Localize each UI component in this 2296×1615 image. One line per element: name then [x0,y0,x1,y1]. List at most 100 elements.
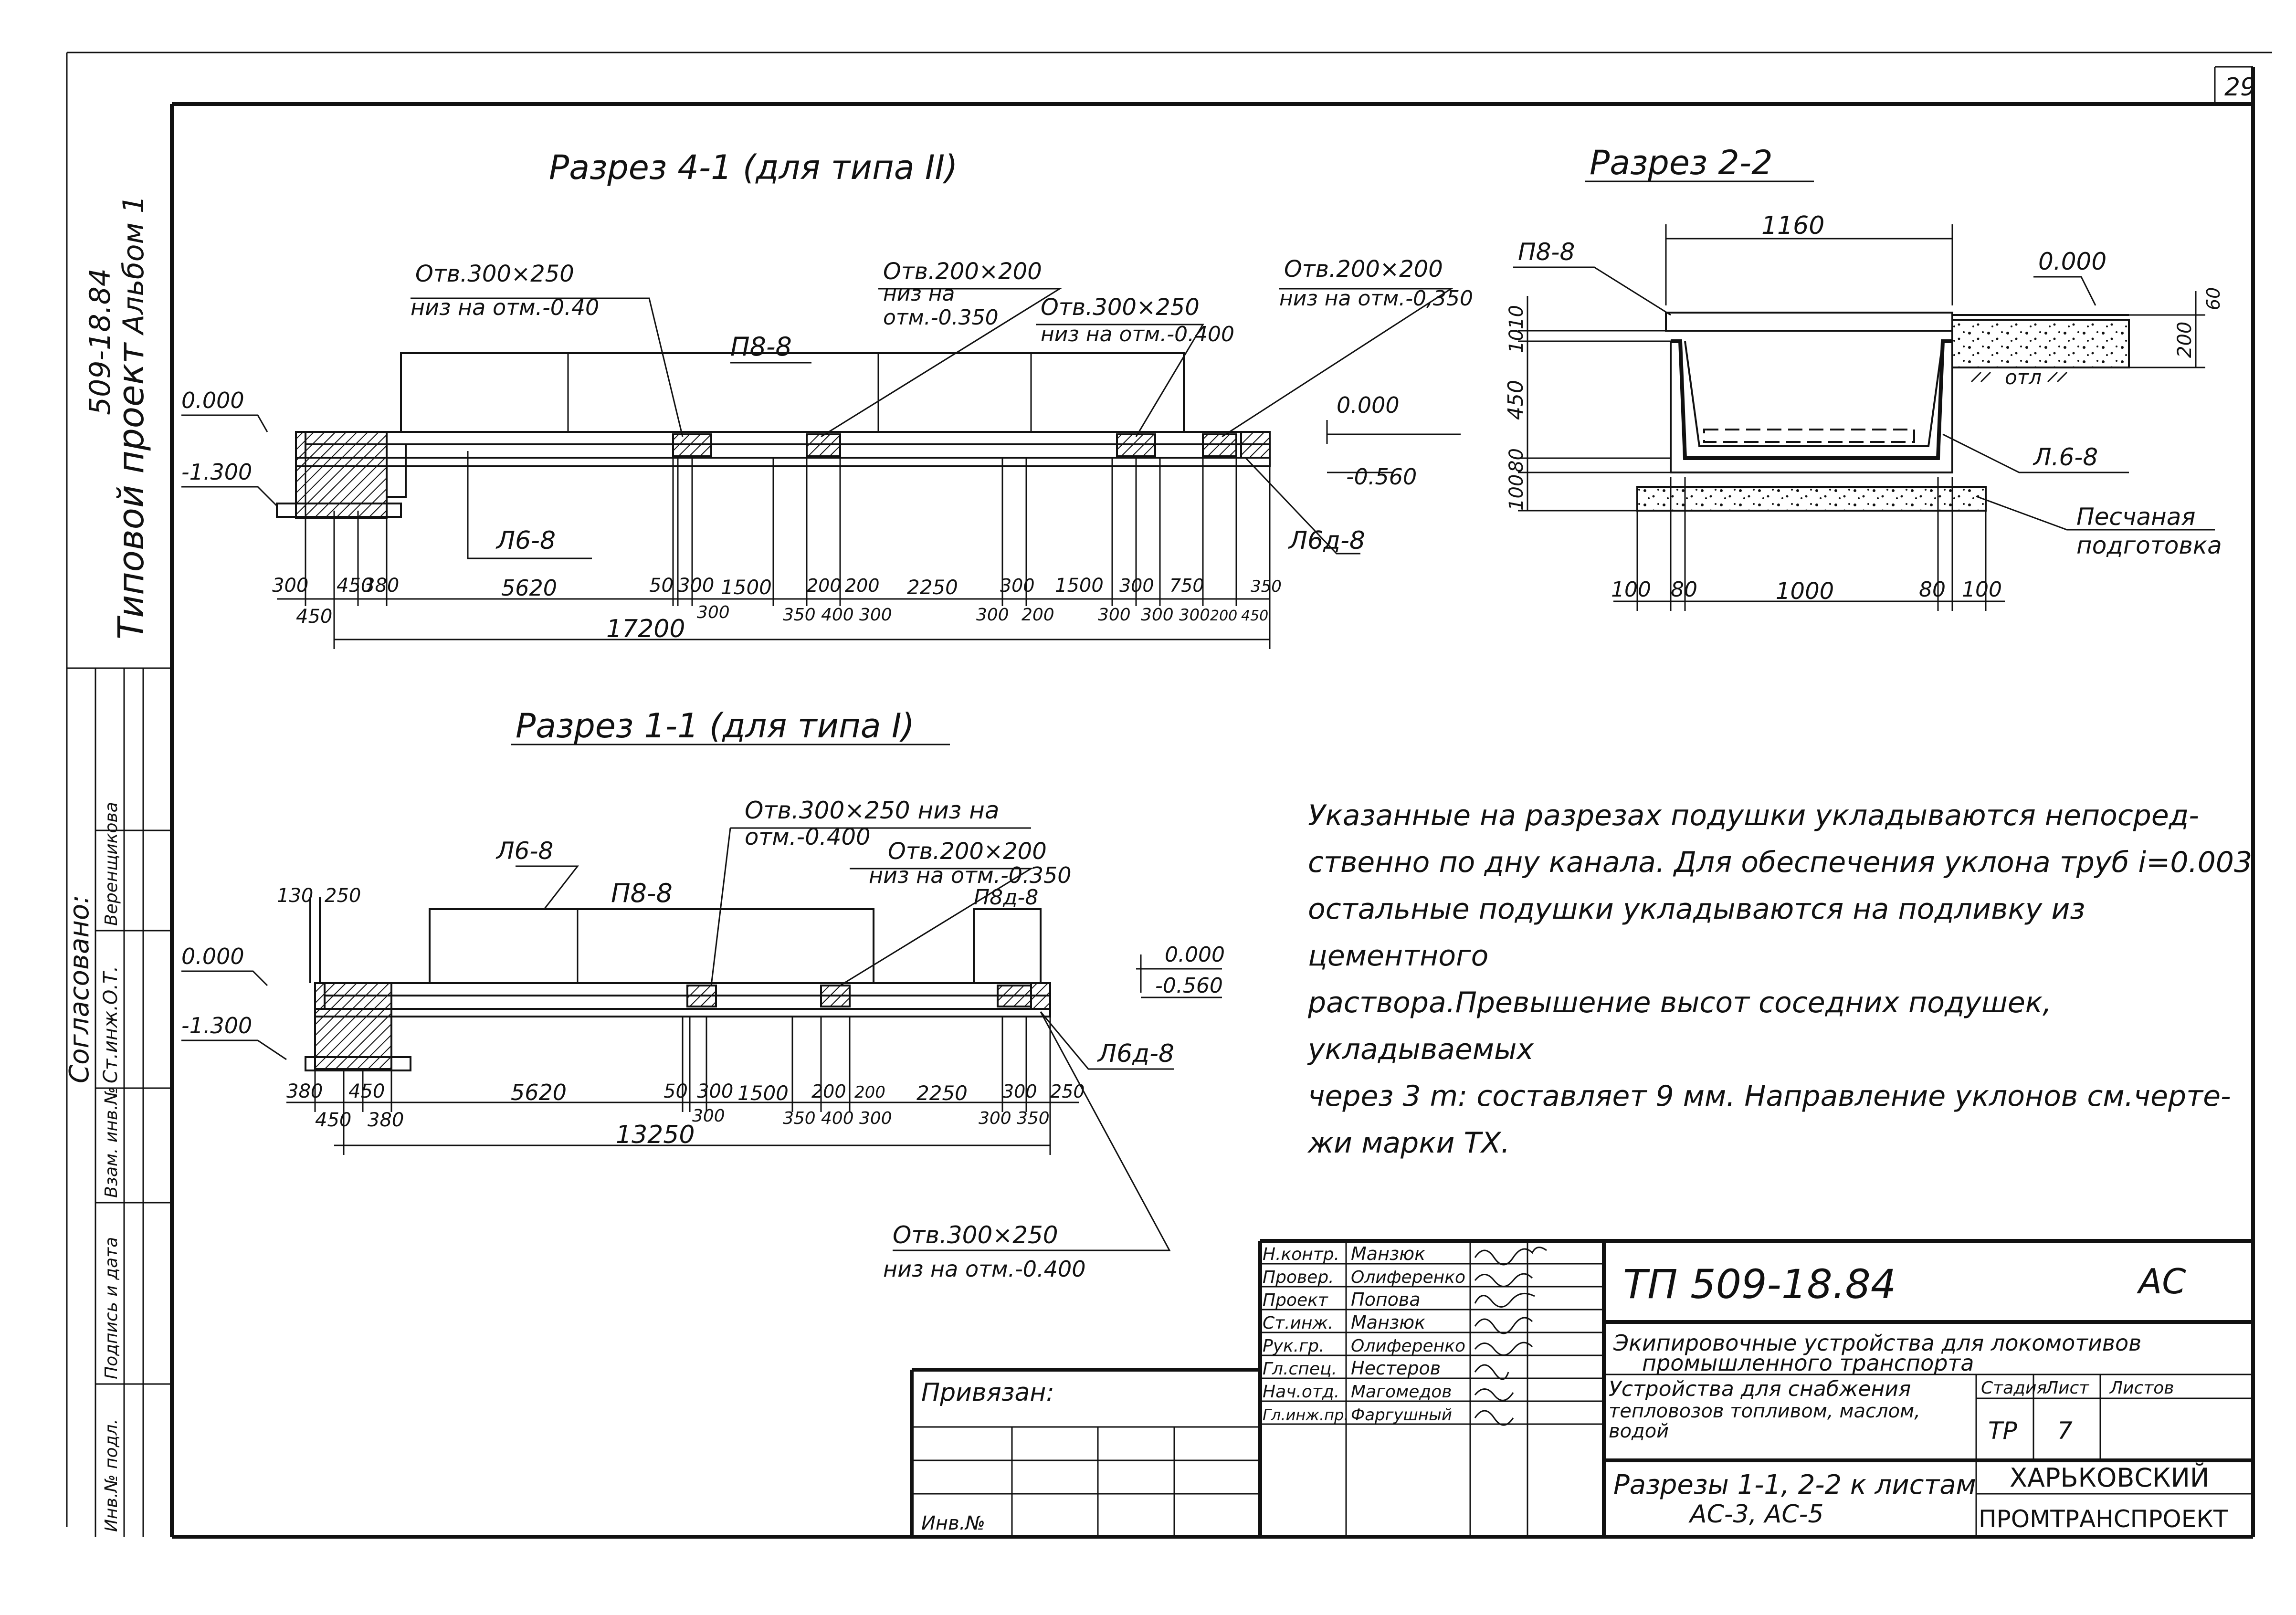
page-number: 29 [2224,73,2256,102]
person-name: Нестеров [1351,1358,1441,1379]
dim-top-1-1: 200 [811,1081,846,1102]
role: Проект [1263,1290,1328,1310]
note-line: через 3 m: составляет 9 мм. Направление … [1308,1080,2231,1113]
person-name: Попова [1351,1289,1421,1310]
dim-top: 5620 [501,575,557,601]
stamp-doc-number: 509-18.84 [84,268,117,415]
sheet-header: Лист [2044,1378,2089,1398]
dim-top-1-1: 200 [854,1083,885,1102]
dim-top-1-1: 50 [664,1080,688,1102]
inv-no-label: Инв.№ [921,1512,985,1534]
hole-label-2-sub2: отм.-0.350 [883,305,999,330]
dim-top-labels-4-1: 300 450 380 5620 50 300 1500 200 200 225… [272,575,1282,601]
dim-bottom: 300 [1141,605,1174,625]
note-line: раствора.Превышение высот соседних подуш… [1308,986,2052,1066]
dim-bottom-1-1: 350 [783,1109,816,1128]
dim-bottom: 300 [1179,606,1210,625]
hole-label-2-sub1: низ на [883,282,955,306]
dim-bottom-1-1: 380 [368,1109,404,1131]
hole-label-1-2: Отв.200×200 [888,838,1047,865]
slab-label-2-2: П8-8 [1518,238,1575,266]
dim-top-1-1: 250 [1050,1081,1085,1102]
vdim: 10 [1506,329,1527,353]
role: Н.контр. [1263,1245,1339,1264]
dim-bottom-labels-4-1: 450 300 350 400 300 300 200 300 300 300 … [296,603,1268,628]
hole-bottom-sub: низ на отм.-0.400 [883,1256,1086,1282]
hole-label-4: Отв.200×200 [1284,256,1443,283]
stamp-album: Альбом 1 [117,195,150,336]
section-1-1-title: Разрез 1-1 (для типа I) [516,706,915,745]
dim-bottom: 200 [1022,605,1054,625]
dim-bottom-1-1: 300 [859,1109,892,1128]
ground-hatch [1970,371,2068,383]
hole-label-2: Отв.200×200 [883,258,1042,285]
note-line: ственно по дну канала. Для обеспечения у… [1308,846,2253,879]
vdim: 100 [1506,474,1527,511]
drawing-name-2: АС-3, АС-5 [1688,1500,1824,1529]
drawing-name-1: Разрезы 1-1, 2-2 к листам [1613,1469,1976,1500]
object-name-2: тепловозов топливом, маслом, [1609,1400,1920,1422]
stage-value: ТР [1988,1417,2018,1445]
dim-top: 200 [845,575,880,596]
dim-top-1-1: 1500 [737,1081,789,1105]
section-4-1-title: Разрез 4-1 (для типа II) [549,148,958,187]
dim-bottom: 300 [859,605,892,625]
sheet-frame: 29 [66,52,2272,1539]
overall-dim-1-1: 13250 [616,1121,695,1149]
dim-top: 50 [649,575,674,597]
role: Рук.гр. [1263,1336,1324,1356]
bound-label: Привязан: [921,1378,1054,1407]
dim-top: 450 [337,575,373,597]
ground-label: отл [2005,366,2042,389]
vdim: 80 [1506,448,1527,472]
dim-top: 300 [1000,575,1035,596]
role: Нач.отд. [1263,1382,1339,1402]
hole-label-3-sub: низ на отм.-0.400 [1041,322,1234,346]
hole-label-1: Отв.300×250 [415,261,574,287]
person-name: Олиференко [1351,1268,1465,1287]
dim-bottom-1-1: 300 [979,1109,1011,1128]
role: Гл.инж.пр. [1263,1406,1349,1424]
dim-ticks-4-1 [305,458,1271,649]
stamp-agreed: Согласовано: [64,895,95,1083]
dim-top: 1500 [721,576,772,599]
hole-label-3: Отв.300×250 [1041,294,1200,321]
slab-label: П8-8 [730,332,792,362]
level-zero-right-1-1: 0.000 [1165,943,1225,967]
dim-bottom: 300 [976,605,1009,625]
dim-top: 200 [807,575,842,596]
level-zero-left-1-1: 0.000 [181,944,244,969]
rdim-60: 60 [2203,287,2224,310]
person-name: Олиференко [1351,1336,1465,1356]
person-name: Манзюк [1351,1243,1425,1264]
dim-top-1-1: 300 [1002,1081,1037,1102]
person-name: Магомедов [1351,1382,1452,1402]
stamp-inv-sub: Инв.№ подл. [102,1419,121,1532]
side-stamp: 509-18.84 Альбом 1 Типовой проект Соглас… [64,195,172,1537]
dim-bottom-1-1: 400 [821,1109,854,1128]
sand-label-1: Песчаная [2076,503,2195,531]
project-name-1: Экипировочные устройства для локомотивов [1613,1330,2141,1356]
slab-label-1-1: П8-8 [611,878,673,908]
title-block: Привязан: Инв.№ ТП 509-18.84 АС Экипиров… [910,1239,2253,1537]
tray-end-label-1-1: Л6д-8 [1097,1039,1174,1068]
tray-end-label: Л6д-8 [1288,526,1365,555]
section-1-1: Разрез 1-1 (для типа I) Отв.300×250 низ … [181,706,1225,1282]
dim-bottom: 400 [821,605,854,625]
dim-130: 130 [277,885,313,907]
doc-code: ТП 509-18.84 [1623,1261,1896,1308]
section-4-1: Разрез 4-1 (для типа II) Отв.300×250 низ… [181,148,1473,649]
hole-label-1-1: Отв.300×250 низ на [745,797,1000,824]
dim-top: 300 [1119,575,1154,596]
bdim: 100 [1962,577,2002,602]
general-note: Указанные на разрезах подушки укладывают… [1308,792,2253,1166]
level-zero-right: 0.000 [1337,392,1400,418]
hole-label-1-2-sub: низ на отм.-0.350 [869,862,1072,888]
tray-label-2-2: Л.6-8 [2033,443,2098,471]
vdim: 450 [1504,380,1528,420]
person-name: Фаргушный [1351,1405,1452,1425]
dim-top-1-1: 300 [697,1080,733,1102]
role-list: Н.контр. Провер. Проект Ст.инж. Рук.гр. … [1263,1245,1349,1424]
dim-bottom: 450 [1241,608,1268,624]
